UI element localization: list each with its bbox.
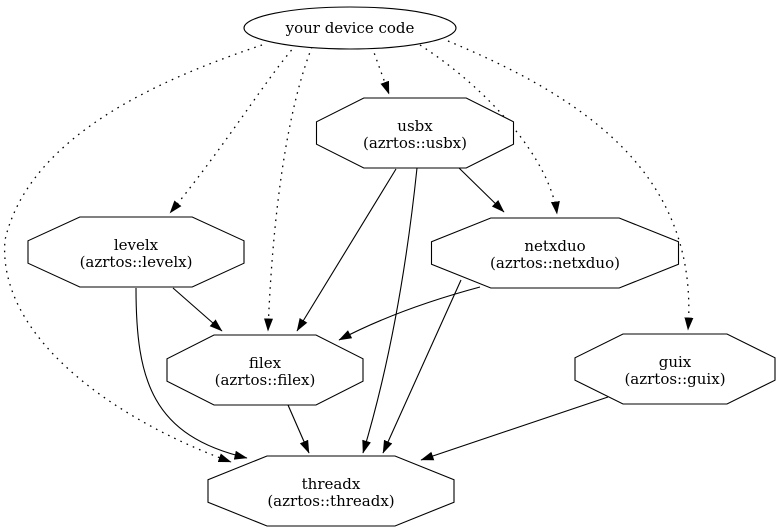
nodes-layer: your device codeusbx(azrtos::usbx)levelx… xyxy=(27,6,776,527)
node-label-guix: guix xyxy=(659,353,692,371)
edges-layer xyxy=(4,40,694,463)
edge-guix-to-threadx xyxy=(420,396,609,461)
edge-your-device-code-to-usbx xyxy=(371,46,390,95)
levelx-octagon-shape xyxy=(27,216,245,288)
node-filex: filex(azrtos::filex) xyxy=(166,334,364,406)
edge-usbx-to-filex xyxy=(296,168,397,332)
edge-netxduo-to-filex xyxy=(338,286,481,341)
filex-octagon-shape xyxy=(166,334,364,406)
edge-usbx-to-netxduo xyxy=(458,167,505,213)
edge-your-device-code-to-levelx xyxy=(169,44,297,214)
edge-netxduo-to-threadx xyxy=(382,279,462,454)
node-sublabel-threadx: (azrtos::threadx) xyxy=(267,492,394,510)
node-threadx: threadx(azrtos::threadx) xyxy=(207,455,455,527)
node-label-levelx: levelx xyxy=(114,236,159,254)
node-sublabel-usbx: (azrtos::usbx) xyxy=(363,134,467,152)
node-sublabel-netxduo: (azrtos::netxduo) xyxy=(490,254,620,272)
node-label-your-device-code: your device code xyxy=(285,19,415,37)
guix-octagon-shape xyxy=(574,333,776,405)
node-sublabel-filex: (azrtos::filex) xyxy=(215,371,316,389)
node-label-netxduo: netxduo xyxy=(524,237,585,255)
node-guix: guix(azrtos::guix) xyxy=(574,333,776,405)
edge-your-device-code-to-guix xyxy=(447,40,694,331)
usbx-octagon-shape xyxy=(315,97,515,169)
node-label-threadx: threadx xyxy=(302,475,361,493)
threadx-octagon-shape xyxy=(207,455,455,527)
node-netxduo: netxduo(azrtos::netxduo) xyxy=(430,217,680,289)
node-label-filex: filex xyxy=(249,354,282,372)
your-device-code-ellipse-shape xyxy=(243,6,457,50)
node-usbx: usbx(azrtos::usbx) xyxy=(315,97,515,169)
edge-usbx-to-threadx xyxy=(362,167,418,454)
node-sublabel-guix: (azrtos::guix) xyxy=(624,370,725,388)
node-levelx: levelx(azrtos::levelx) xyxy=(27,216,245,288)
netxduo-octagon-shape xyxy=(430,217,680,289)
node-your-device-code: your device code xyxy=(243,6,457,50)
node-sublabel-levelx: (azrtos::levelx) xyxy=(80,253,193,271)
edge-filex-to-threadx xyxy=(287,404,310,454)
edge-levelx-to-threadx xyxy=(135,287,248,460)
node-label-usbx: usbx xyxy=(397,117,433,135)
edge-your-device-code-to-filex xyxy=(264,46,313,332)
edge-levelx-to-filex xyxy=(172,287,223,332)
